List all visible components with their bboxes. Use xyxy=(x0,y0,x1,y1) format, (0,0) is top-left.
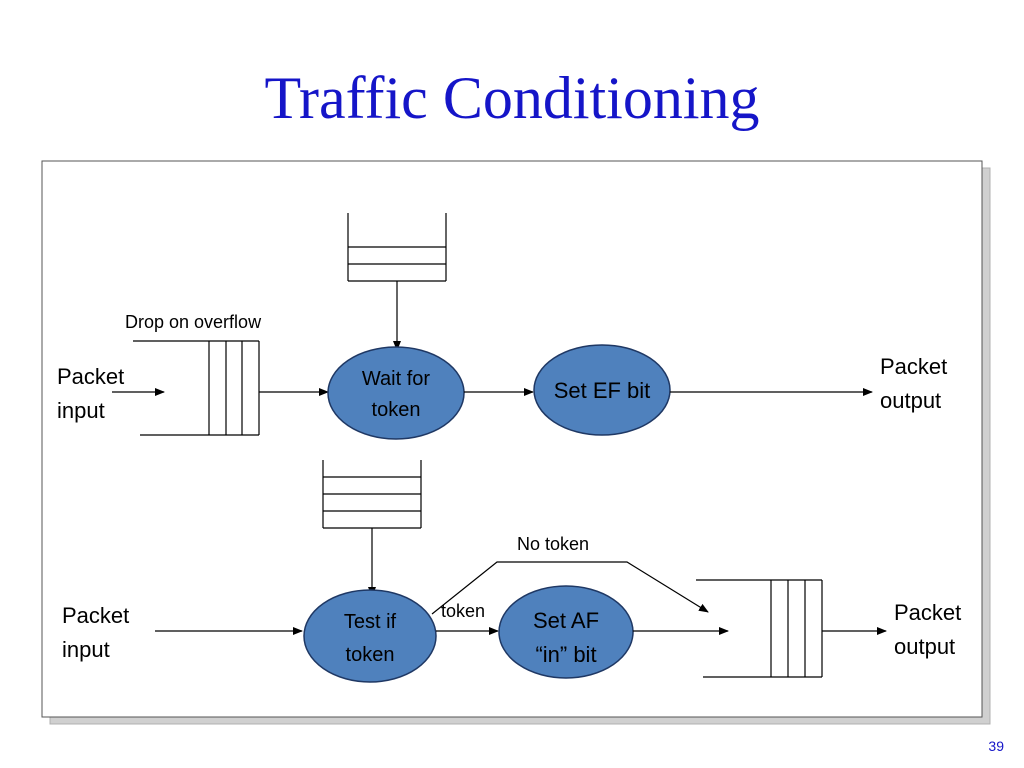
wait-for-token-node xyxy=(327,346,465,440)
test-node-line2: token xyxy=(346,644,395,666)
set-af-node-line2: “in” bit xyxy=(535,642,596,667)
wait-node-line2: token xyxy=(372,399,421,421)
bottom-input-label-line2: input xyxy=(62,637,110,662)
slide-title: Traffic Conditioning xyxy=(264,65,760,131)
test-if-token-node xyxy=(303,589,437,683)
bottom-output-label-line1: Packet xyxy=(894,600,961,625)
bottom-token-bucket xyxy=(322,460,422,529)
top-packet-queue xyxy=(133,340,260,436)
set-af-in-bit-node xyxy=(498,585,634,679)
bottom-output-label-line2: output xyxy=(894,634,955,659)
top-input-label-line1: Packet xyxy=(57,364,124,389)
drop-on-overflow-label: Drop on overflow xyxy=(125,312,262,332)
page-number: 39 xyxy=(988,738,1004,754)
bottom-packet-queue xyxy=(696,579,823,678)
wait-node-line1: Wait for xyxy=(362,368,430,390)
top-output-label-line1: Packet xyxy=(880,354,947,379)
bottom-input-label-line1: Packet xyxy=(62,603,129,628)
set-ef-node-label: Set EF bit xyxy=(554,378,651,403)
no-token-arrow xyxy=(431,561,709,615)
top-output-label-line2: output xyxy=(880,388,941,413)
top-input-label-line2: input xyxy=(57,398,105,423)
no-token-label: No token xyxy=(517,534,589,554)
test-node-line1: Test if xyxy=(344,611,397,633)
set-af-node-line1: Set AF xyxy=(533,608,599,633)
token-label: token xyxy=(441,601,485,621)
set-ef-bit-node xyxy=(533,344,671,436)
